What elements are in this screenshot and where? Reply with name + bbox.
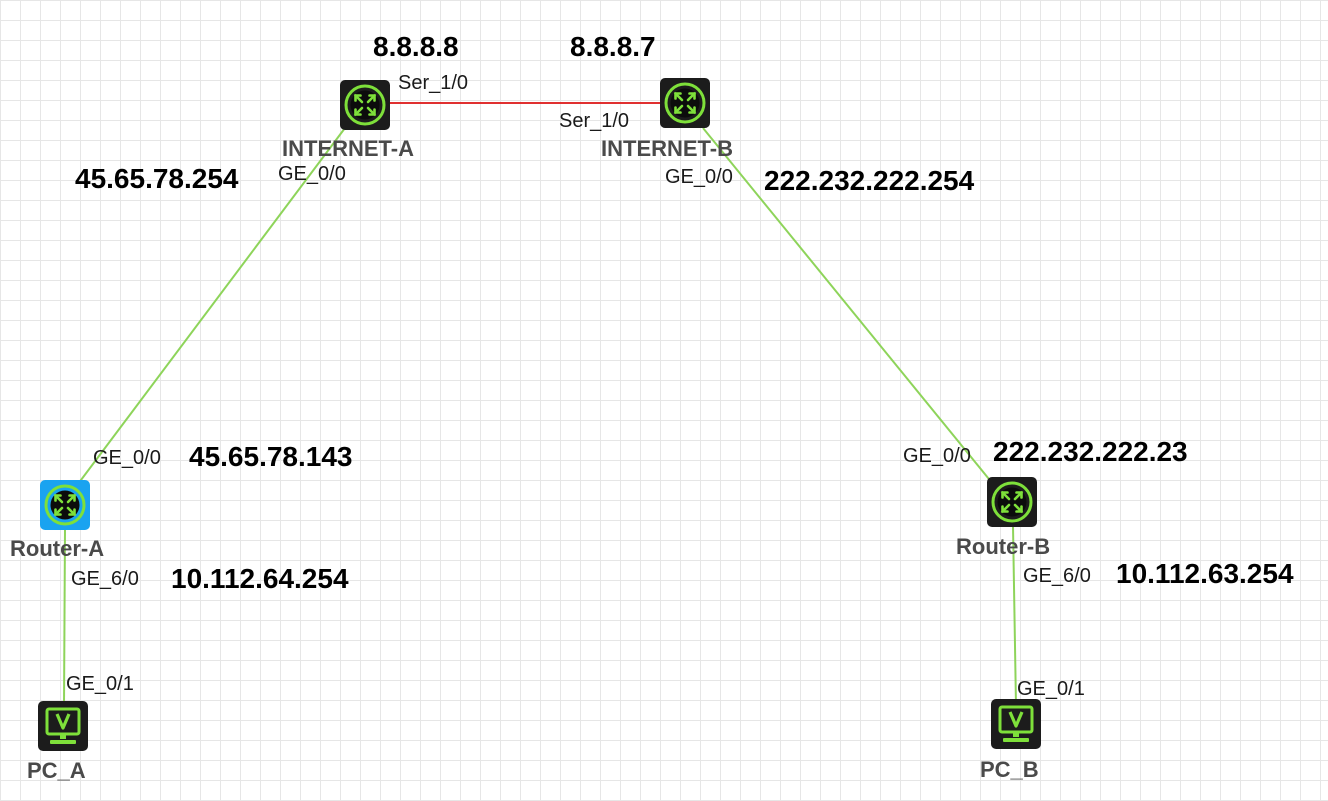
internet-b-ser-ip: 8.8.8.7	[570, 31, 656, 62]
pc-a-label[interactable]: PC_A	[27, 758, 86, 783]
pc-b-port: GE_0/1	[1017, 678, 1085, 700]
router-b-wan-port: GE_0/0	[903, 445, 971, 467]
pc-b-label[interactable]: PC_B	[980, 757, 1039, 782]
internet-b-ge-ip: 222.232.222.254	[764, 165, 975, 196]
internet-a-ser-port: Ser_1/0	[398, 72, 469, 94]
router-b-router-icon[interactable]	[987, 477, 1037, 527]
pc-a-pc-icon[interactable]	[38, 701, 88, 751]
link-internet-b-router-b[interactable]	[702, 127, 994, 485]
router-b-wan-ip: 222.232.222.23	[993, 436, 1188, 467]
internet-a-ser-ip: 8.8.8.8	[373, 31, 459, 62]
router-a-wan-ip: 45.65.78.143	[189, 441, 353, 472]
internet-b-router-icon[interactable]	[660, 78, 710, 128]
router-b-lan-ip: 10.112.63.254	[1116, 558, 1294, 589]
router-a-router-icon[interactable]	[40, 480, 90, 530]
link-router-b-pc-b[interactable]	[1012, 525, 1017, 707]
router-a-lan-port: GE_6/0	[71, 568, 139, 590]
router-b-label[interactable]: Router-B	[956, 534, 1051, 559]
internet-a-router-icon[interactable]	[340, 80, 390, 130]
pc-a-port: GE_0/1	[66, 673, 134, 695]
internet-a-ge-ip: 45.65.78.254	[75, 163, 239, 194]
internet-a-ge-port: GE_0/0	[278, 163, 346, 185]
link-internet-a-router-a[interactable]	[77, 127, 346, 485]
pc-b-pc-icon[interactable]	[991, 699, 1041, 749]
router-a-label[interactable]: Router-A	[10, 536, 105, 561]
internet-b-ge-port: GE_0/0	[665, 166, 733, 188]
link-router-a-pc-a[interactable]	[63, 527, 66, 707]
router-a-lan-ip: 10.112.64.254	[171, 563, 349, 594]
router-a-wan-port: GE_0/0	[93, 447, 161, 469]
internet-a-label[interactable]: INTERNET-A	[282, 136, 414, 161]
internet-b-ser-port: Ser_1/0	[559, 110, 630, 132]
internet-b-label[interactable]: INTERNET-B	[601, 136, 733, 161]
router-b-lan-port: GE_6/0	[1023, 565, 1091, 587]
